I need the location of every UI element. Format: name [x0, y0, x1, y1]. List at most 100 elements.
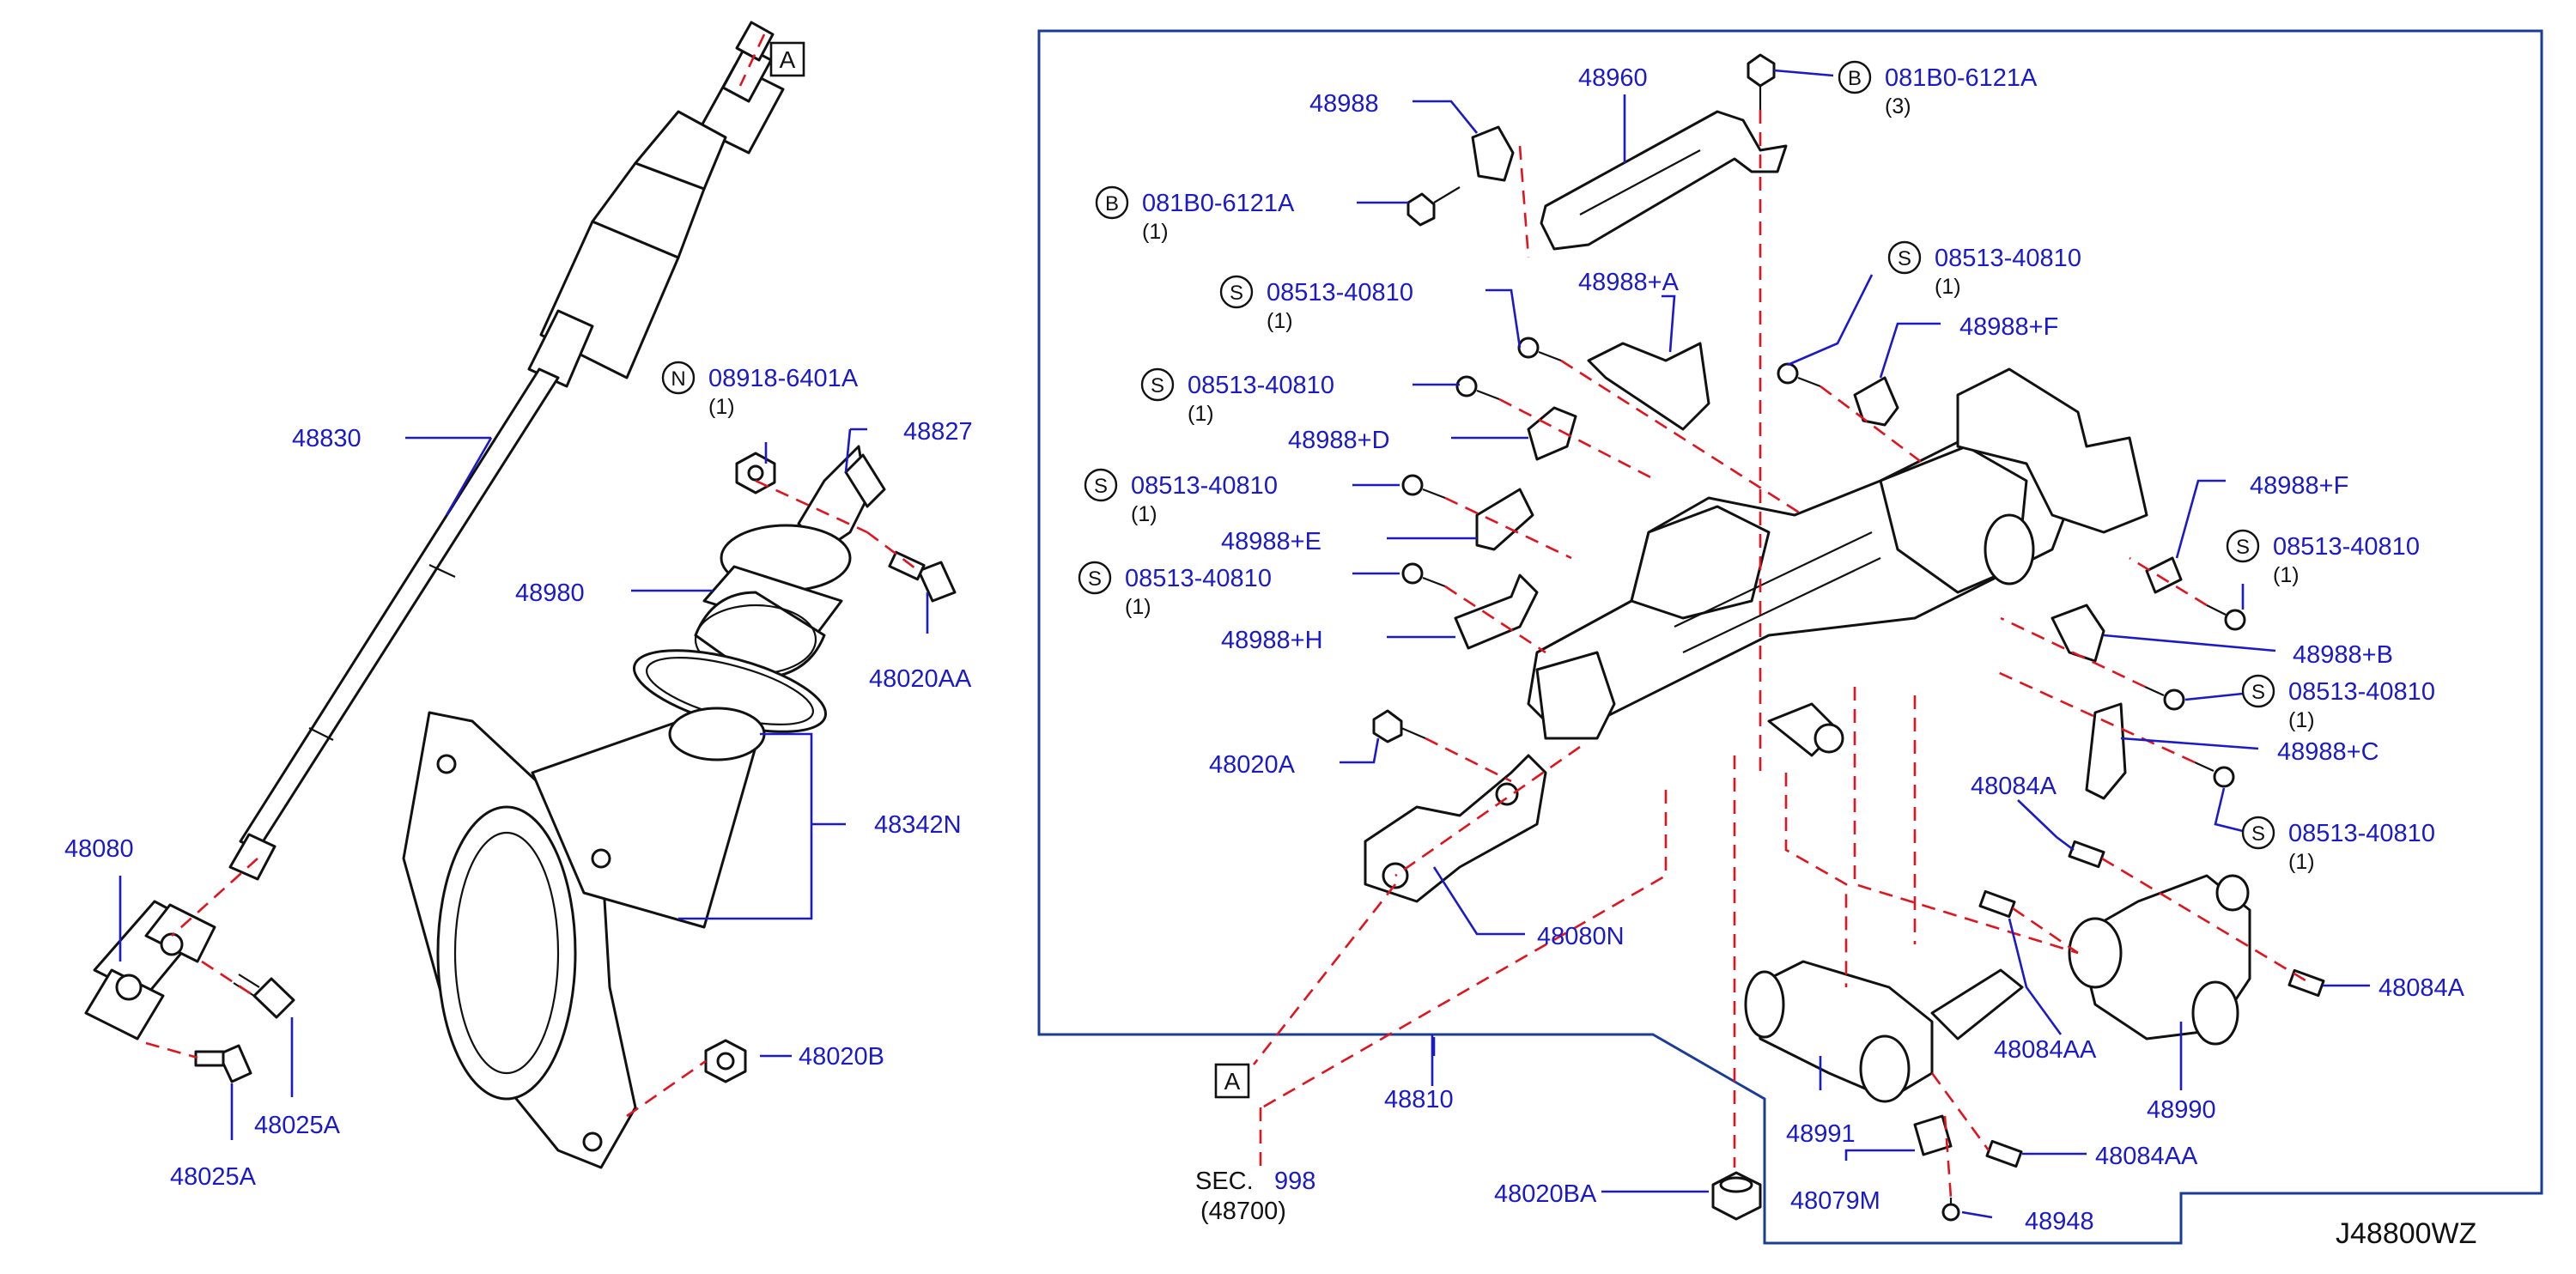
boot-grommet-48342N [402, 707, 766, 1169]
label-48960: 48960 [1578, 64, 1648, 92]
badge-label-S-2: S 08513-40810 (1) [1140, 367, 1334, 426]
label-48810: 48810 [1384, 1086, 1454, 1113]
clip-48079M [1913, 1114, 1953, 1156]
badge-label-S-1: S 08513-40810 (1) [1219, 275, 1413, 333]
universal-joint-48080 [84, 900, 216, 1040]
svg-text:S: S [1230, 282, 1243, 305]
label-48020A: 48020A [1209, 751, 1296, 779]
screw-48948 [1941, 1198, 1960, 1222]
svg-text:S: S [2251, 822, 2265, 846]
label-48080: 48080 [64, 835, 134, 863]
svg-text:081B0-6121A: 081B0-6121A [1142, 190, 1295, 217]
label-48988-F-1: 48988+F [1959, 313, 2058, 341]
badge-label-S-7: S 08513-40810 (1) [2241, 674, 2435, 732]
leader-lines [118, 69, 2370, 1219]
bracket-48988 [1471, 125, 1515, 182]
bolt-48025A-lower [194, 1044, 252, 1083]
svg-text:(1): (1) [2288, 850, 2315, 874]
svg-text:(1): (1) [1142, 220, 1169, 244]
label-48990: 48990 [2147, 1096, 2216, 1124]
svg-text:(1): (1) [1188, 402, 1214, 426]
reference-box-A-bottom: A [1214, 1063, 1250, 1099]
label-48084AA-2: 48084AA [2095, 1143, 2198, 1170]
bolt-48025A-upper [233, 974, 295, 1019]
label-48980: 48980 [515, 579, 585, 607]
svg-text:B: B [1848, 67, 1862, 90]
svg-text:A: A [1224, 1068, 1241, 1095]
svg-text:(1): (1) [1125, 595, 1151, 619]
label-48084A-1: 48084A [1971, 773, 2057, 800]
bolts-081B0 [1406, 53, 1776, 227]
column-assembly-body-48810 [1527, 367, 2148, 757]
label-48020B: 48020B [799, 1043, 884, 1071]
svg-text:08513-40810: 08513-40810 [2288, 678, 2435, 706]
bracket-48988-B [2050, 604, 2105, 663]
svg-text:S: S [2251, 681, 2265, 704]
svg-text:A: A [780, 46, 796, 73]
label-48988-E: 48988+E [1221, 528, 1321, 555]
svg-text:S: S [1898, 247, 1911, 270]
svg-text:SEC.: SEC. [1195, 1168, 1254, 1195]
bracket-48988-A [1587, 342, 1710, 431]
nut-48020BA [1711, 1171, 1762, 1221]
nut-48020B [704, 1039, 747, 1083]
svg-text:(48700): (48700) [1200, 1198, 1286, 1225]
svg-text:(3): (3) [1885, 94, 1911, 118]
svg-text:(1): (1) [2288, 708, 2315, 732]
label-48988-H: 48988+H [1221, 627, 1323, 654]
label-48988: 48988 [1309, 90, 1379, 118]
svg-text:08513-40810: 08513-40810 [2288, 820, 2435, 847]
bracket-48827 [797, 445, 886, 551]
svg-text:S: S [1088, 567, 1102, 591]
label-48988-B: 48988+B [2293, 641, 2393, 669]
svg-text:998: 998 [1274, 1168, 1315, 1195]
svg-text:(1): (1) [1267, 309, 1293, 333]
label-48948: 48948 [2025, 1208, 2094, 1235]
svg-text:S: S [1151, 374, 1164, 397]
label-48020AA: 48020AA [869, 665, 972, 693]
label-48079M: 48079M [1790, 1187, 1880, 1215]
badge-label-S-8: S 08513-40810 (1) [2241, 816, 2435, 874]
svg-text:08513-40810: 08513-40810 [2273, 533, 2420, 561]
label-48020BA: 48020BA [1494, 1180, 1597, 1208]
badge-label-S-4: S 08513-40810 (1) [1078, 561, 1272, 619]
label-48830: 48830 [292, 425, 361, 452]
part-labels: 48830 48080 48025A 48025A 48980 48827 48… [64, 64, 2465, 1235]
svg-text:(1): (1) [1131, 502, 1157, 526]
motor-48991 [1744, 960, 2024, 1103]
bracket-48960 [1540, 110, 1788, 251]
nut-08918 [735, 452, 776, 494]
diagram-code: J48800WZ [2336, 1217, 2476, 1250]
reference-box-A-top: A [769, 41, 805, 77]
label-48025A-1: 48025A [254, 1112, 341, 1139]
svg-text:(1): (1) [2273, 563, 2300, 587]
column-shaft-48830 [228, 21, 785, 881]
bracket-48988-E [1475, 488, 1534, 551]
bracket-48988-D [1527, 406, 1577, 461]
red-guide-lines [145, 33, 2311, 1198]
svg-text:S: S [1094, 475, 1108, 498]
label-48025A-2: 48025A [170, 1163, 257, 1191]
svg-text:(1): (1) [1935, 275, 1961, 299]
svg-text:B: B [1105, 192, 1119, 215]
svg-text:(1): (1) [708, 395, 735, 419]
svg-text:08513-40810: 08513-40810 [1267, 279, 1413, 306]
bolt-48020AA [888, 550, 957, 603]
svg-text:081B0-6121A: 081B0-6121A [1885, 64, 2038, 92]
label-48084A-2: 48084A [2379, 974, 2465, 1002]
svg-text:08513-40810: 08513-40810 [1131, 472, 1278, 500]
universal-joint-48080N [1364, 754, 1547, 903]
svg-text:08918-6401A: 08918-6401A [708, 365, 859, 392]
badge-label-B-081B0-left: B 081B0-6121A (1) [1095, 185, 1295, 244]
label-48084AA-1: 48084AA [1994, 1036, 2097, 1064]
bolt-48020A [1372, 709, 1426, 743]
badge-label-S-3: S 08513-40810 (1) [1084, 468, 1278, 526]
bracket-48988-C [2085, 702, 2127, 800]
screws-08513 [1401, 337, 2246, 788]
svg-text:S: S [2236, 536, 2250, 559]
label-48988-F-2: 48988+F [2250, 472, 2348, 500]
badge-label-S-5: S 08513-40810 (1) [1887, 240, 2081, 299]
badge-label-S-6: S 08513-40810 (1) [2226, 529, 2420, 587]
label-48988-A: 48988+A [1578, 269, 1680, 296]
label-48988-D: 48988+D [1288, 427, 1390, 454]
